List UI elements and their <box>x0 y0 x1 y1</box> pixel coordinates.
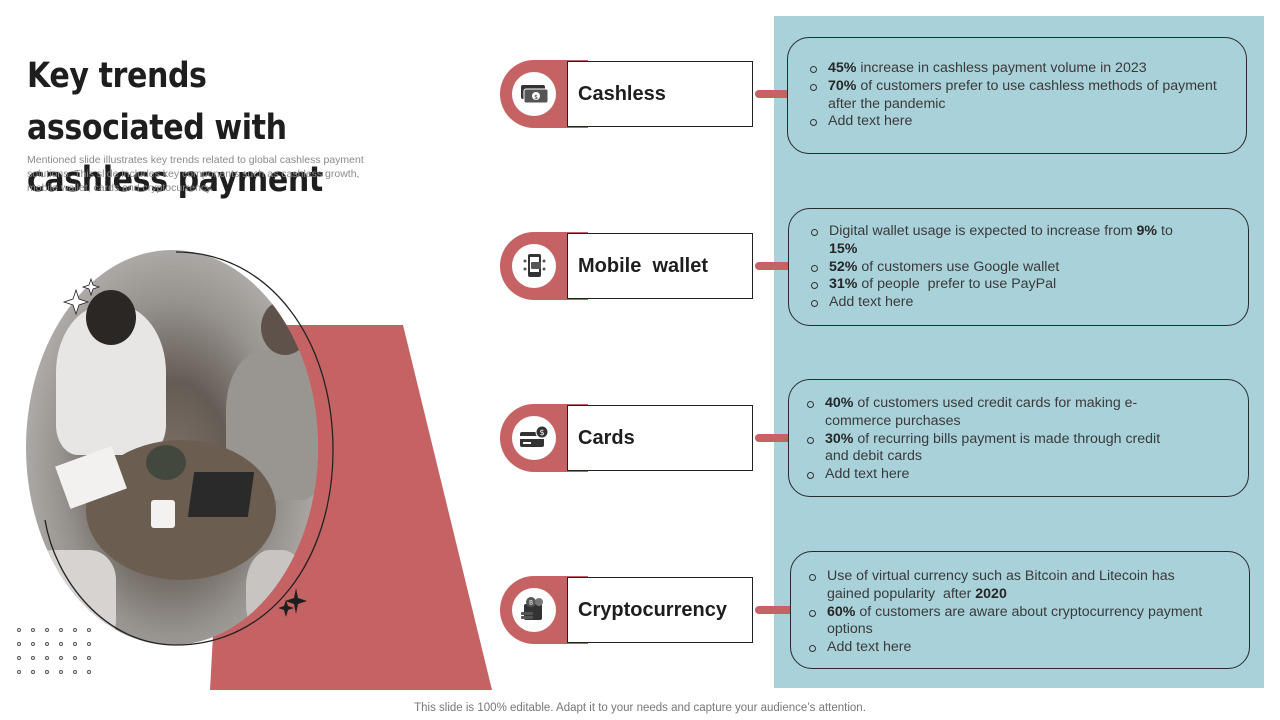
category-label: Cryptocurrency <box>567 577 753 643</box>
page-title: Key trends associated with cashless paym… <box>27 56 323 200</box>
list-item: 30% of recurring bills payment is made t… <box>805 431 1167 467</box>
connector-line <box>755 606 795 614</box>
svg-text:$: $ <box>539 428 544 437</box>
mobile-wallet-icon <box>512 244 556 288</box>
list-item: Use of virtual currency such as Bitcoin … <box>807 568 1217 604</box>
list-item: Digital wallet usage is expected to incr… <box>809 223 1199 259</box>
connector-line <box>755 262 795 270</box>
info-box-cashless: 45% increase in cashless payment volume … <box>787 37 1247 154</box>
crypto-wallet-icon: B <box>512 588 556 632</box>
meeting-photo <box>26 250 318 645</box>
list-item: Add text here <box>808 113 1226 131</box>
info-box-cryptocurrency: Use of virtual currency such as Bitcoin … <box>790 551 1250 669</box>
info-box-mobile-wallet: Digital wallet usage is expected to incr… <box>788 208 1249 326</box>
connector-line <box>755 434 795 442</box>
list-item: 45% increase in cashless payment volume … <box>808 60 1226 78</box>
category-label: Mobile wallet <box>567 233 753 299</box>
svg-text:B: B <box>529 600 533 607</box>
list-item: 40% of customers used credit cards for m… <box>805 395 1167 431</box>
list-item: 70% of customers prefer to use cashless … <box>808 78 1226 114</box>
cash-icon: $ <box>512 72 556 116</box>
footer-note: This slide is 100% editable. Adapt it to… <box>414 702 866 714</box>
connector-line <box>755 90 795 98</box>
category-cashless: $ Cashless <box>500 60 753 128</box>
list-item: 52% of customers use Google wallet <box>809 259 1199 277</box>
category-label: Cards <box>567 405 753 471</box>
list-item: 31% of people prefer to use PayPal <box>809 276 1199 294</box>
category-label: Cashless <box>567 61 753 127</box>
list-item: 60% of customers are aware about cryptoc… <box>807 604 1217 640</box>
category-cryptocurrency: B Cryptocurrency <box>500 576 753 644</box>
svg-text:$: $ <box>534 94 538 101</box>
card-icon: $ <box>512 416 556 460</box>
page-subtitle: Mentioned slide illustrates key trends r… <box>27 154 364 194</box>
info-box-cards: 40% of customers used credit cards for m… <box>788 379 1249 497</box>
list-item: Add text here <box>805 466 1167 484</box>
dots-pattern <box>17 628 97 676</box>
category-mobile-wallet: Mobile wallet <box>500 232 753 300</box>
list-item: Add text here <box>809 294 1199 312</box>
category-cards: $ Cards <box>500 404 753 472</box>
list-item: Add text here <box>807 639 1217 657</box>
